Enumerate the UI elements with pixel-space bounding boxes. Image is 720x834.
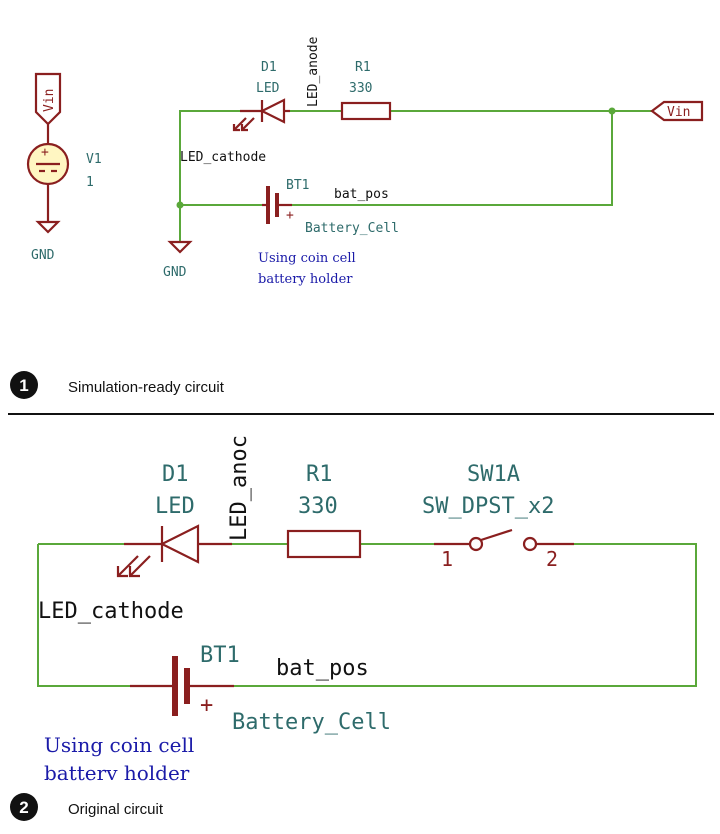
vin-flag-label: Vin (42, 89, 57, 112)
gnd-left-label: GND (31, 248, 55, 263)
net-led-anode-top: LED_anode (306, 36, 321, 107)
caption-2-badge (10, 793, 38, 821)
r1-ref-bottom: R1 (306, 462, 333, 487)
vin-global-label: Vin (650, 100, 704, 122)
switch-sw1a (434, 528, 574, 552)
caption-2-text: Original circuit (68, 801, 164, 818)
bt1-ref-bottom: BT1 (200, 643, 240, 668)
note-line2-bottom: batterv holder (44, 761, 190, 785)
gnd-symbol-left (35, 220, 61, 234)
caption-1-number: 1 (19, 376, 28, 395)
note-line1-top: Using coin cell (258, 251, 356, 266)
svg-text:+: + (200, 693, 213, 718)
net-bat-pos-bottom: bat_pos (276, 656, 369, 681)
v1-value: 1 (86, 175, 94, 190)
d1-ref-top: D1 (261, 60, 277, 75)
gnd-symbol-center (167, 240, 193, 254)
resistor-r1-bottom (286, 529, 362, 559)
net-led-cathode-top: LED_cathode (180, 150, 266, 165)
caption-2-number: 2 (19, 798, 28, 817)
svg-text:+: + (286, 208, 294, 223)
sw-pin1: 1 (441, 547, 453, 571)
d1-value-bottom: LED (155, 494, 195, 519)
bottom-circuit: D1 LED LED_anoc R1 330 SW1A SW_DPST_x2 1… (37, 435, 697, 785)
caption-1-text: Simulation-ready circuit (68, 379, 225, 396)
note-line2-top: battery holder (258, 272, 353, 287)
d1-value-top: LED (256, 81, 280, 96)
net-led-cathode-bottom: LED_cathode (38, 599, 184, 624)
junction-vin (608, 107, 616, 115)
v1-ref: V1 (86, 152, 102, 167)
caption-2: 2 Original circuit (10, 793, 164, 821)
voltage-source-v1: + (26, 142, 70, 186)
net-bat-pos-top: bat_pos (334, 187, 389, 202)
r1-value-top: 330 (349, 81, 372, 96)
battery-bt1-bottom: + (130, 656, 234, 718)
led-d1 (232, 98, 290, 132)
vin-power-flag: Vin (34, 72, 62, 126)
sw-pin2: 2 (546, 547, 558, 571)
resistor-r1 (340, 101, 392, 121)
r1-ref-top: R1 (355, 60, 371, 75)
top-circuit: Vin + V1 1 GND (26, 36, 704, 287)
caption-1: 1 Simulation-ready circuit (10, 371, 225, 399)
gnd-center-label: GND (163, 265, 187, 280)
caption-1-badge (10, 371, 38, 399)
led-d1-bottom (116, 524, 232, 578)
bt1-ref-top: BT1 (286, 178, 309, 193)
d1-ref-bottom: D1 (162, 462, 189, 487)
vin-port-label: Vin (667, 105, 690, 120)
battery-bt1: + (262, 186, 294, 224)
svg-text:+: + (41, 145, 49, 160)
junction-gnd (176, 201, 184, 209)
bt1-value-bottom: Battery_Cell (232, 710, 391, 735)
sw-ref: SW1A (467, 462, 520, 487)
note-line1-bottom: Using coin cell (44, 733, 194, 757)
net-led-anode-bottom: LED_anoc (227, 435, 252, 541)
bt1-value-top: Battery_Cell (305, 221, 399, 236)
r1-value-bottom: 330 (298, 494, 338, 519)
sw-value: SW_DPST_x2 (422, 494, 554, 519)
